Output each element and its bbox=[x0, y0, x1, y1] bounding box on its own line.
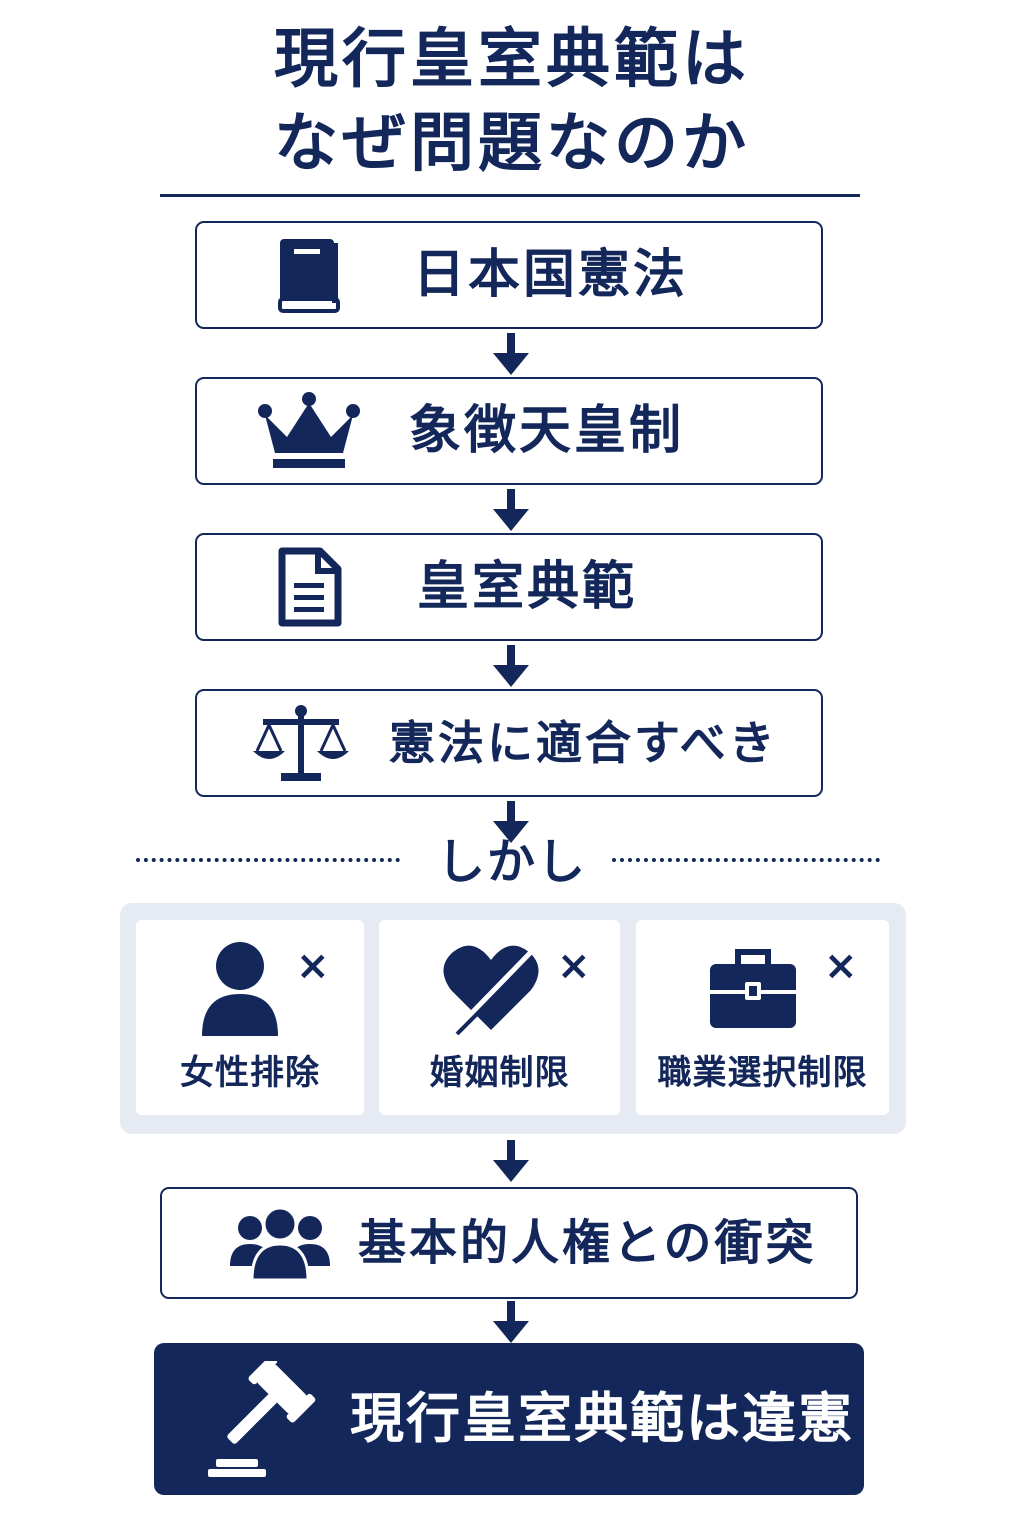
gavel-icon bbox=[208, 1361, 316, 1477]
arrow-down-icon bbox=[493, 333, 529, 375]
step-label: 象徴天皇制 bbox=[409, 401, 685, 461]
cross-mark-icon: × bbox=[557, 943, 591, 989]
arrow-down-icon bbox=[493, 1301, 529, 1343]
crown-icon bbox=[258, 392, 360, 468]
restriction-card-occupation: × 職業選択制限 bbox=[636, 920, 889, 1115]
arrow-down-icon bbox=[493, 1140, 529, 1182]
conclusion-box: 現行皇室典範は違憲 bbox=[154, 1343, 864, 1495]
step-label: 日本国憲法 bbox=[413, 245, 689, 305]
book-icon bbox=[278, 239, 340, 313]
title-line-2: なぜ問題なのか bbox=[274, 107, 750, 181]
step-label: 基本的人権との衝突 bbox=[358, 1215, 817, 1271]
briefcase-icon bbox=[710, 949, 796, 1028]
restriction-card-women-exclusion: × 女性排除 bbox=[136, 920, 364, 1115]
step-must-conform: 憲法に適合すべき bbox=[195, 689, 823, 797]
person-icon bbox=[202, 942, 278, 1036]
restriction-label: 女性排除 bbox=[180, 1053, 320, 1093]
arrow-down-icon bbox=[493, 489, 529, 531]
step-symbolic-emperor: 象徴天皇制 bbox=[195, 377, 823, 485]
restriction-label: 職業選択制限 bbox=[657, 1053, 868, 1093]
step-constitution: 日本国憲法 bbox=[195, 221, 823, 329]
title-divider bbox=[160, 194, 860, 197]
cross-mark-icon: × bbox=[824, 943, 858, 989]
conclusion-label: 現行皇室典範は違憲 bbox=[350, 1387, 854, 1450]
scales-icon bbox=[253, 705, 349, 781]
arrow-down-icon bbox=[493, 645, 529, 687]
however-label: しかし bbox=[436, 834, 587, 890]
cross-mark-icon: × bbox=[296, 943, 330, 989]
step-human-rights-conflict: 基本的人権との衝突 bbox=[160, 1187, 858, 1299]
dotted-divider-right bbox=[612, 858, 880, 862]
title-line-1: 現行皇室典範は bbox=[274, 23, 750, 97]
arrow-down-icon bbox=[493, 801, 529, 843]
restriction-card-marriage: × 婚姻制限 bbox=[379, 920, 620, 1115]
broken-heart-icon bbox=[443, 945, 539, 1036]
group-icon bbox=[230, 1206, 330, 1280]
restriction-label: 婚姻制限 bbox=[429, 1053, 570, 1093]
step-imperial-house-law: 皇室典範 bbox=[195, 533, 823, 641]
document-icon bbox=[278, 547, 342, 627]
step-label: 皇室典範 bbox=[417, 557, 638, 617]
step-label: 憲法に適合すべき bbox=[389, 716, 778, 770]
dotted-divider-left bbox=[136, 858, 400, 862]
